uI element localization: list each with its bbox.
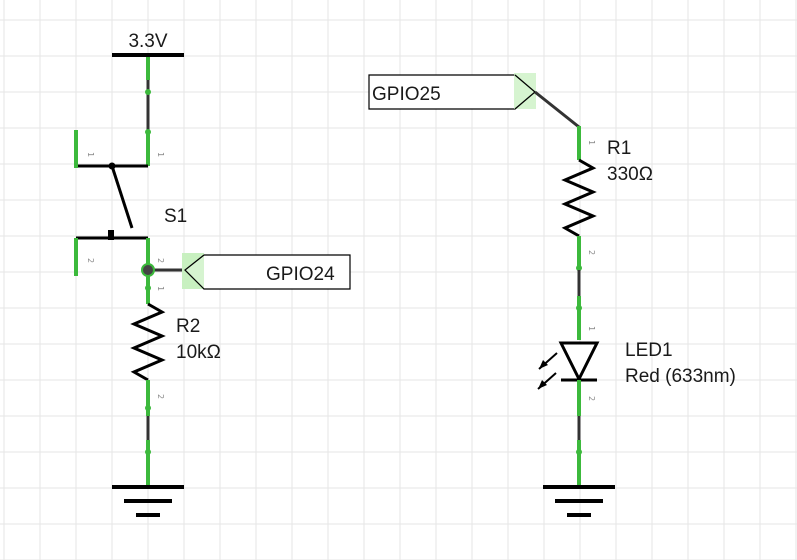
r2-value: 10kΩ <box>176 342 221 363</box>
s1-pin2-right: 2 <box>156 258 165 263</box>
led-ref: LED1 <box>625 340 673 361</box>
junction-gpio24[interactable] <box>141 263 185 277</box>
r1-pin2: 2 <box>587 250 596 255</box>
led-value: Red (633nm) <box>625 366 736 387</box>
ground-symbol-left[interactable] <box>112 485 184 517</box>
power-label: 3.3V <box>128 31 167 52</box>
resistor-r2[interactable]: 1 2 R2 10kΩ <box>130 276 221 416</box>
wire-r1-to-led[interactable] <box>576 270 582 340</box>
switch-s1[interactable]: 1 1 2 2 S1 <box>74 130 187 276</box>
net-label-gpio24[interactable]: GPIO24 <box>182 253 351 290</box>
wire-gpio25-to-r1[interactable] <box>534 90 580 129</box>
gpio25-label: GPIO25 <box>372 84 441 105</box>
r2-ref: R2 <box>176 316 200 337</box>
s1-pin1-left: 1 <box>86 152 95 157</box>
r1-value: 330Ω <box>607 164 653 185</box>
s1-pin2-left: 2 <box>86 258 95 263</box>
led-pin2: 2 <box>587 396 596 401</box>
r1-ref: R1 <box>607 138 631 159</box>
gpio24-label: GPIO24 <box>266 264 335 285</box>
net-label-gpio25[interactable]: GPIO25 <box>368 73 536 110</box>
wire-led-to-ground[interactable] <box>576 416 582 486</box>
wire-power-to-switch[interactable] <box>145 57 151 166</box>
led-pin1: 1 <box>587 326 596 331</box>
s1-pin1-right: 1 <box>156 152 165 157</box>
r1-pin1: 1 <box>587 140 596 145</box>
power-symbol-3v3[interactable]: 3.3V <box>112 31 184 57</box>
led-led1[interactable]: 1 2 LED1 Red (633nm) <box>537 326 736 416</box>
r2-pin1: 1 <box>156 286 165 291</box>
resistor-r1[interactable]: 1 2 R1 330Ω <box>561 126 653 271</box>
wire-r2-to-ground[interactable] <box>145 416 151 486</box>
s1-ref: S1 <box>164 206 187 227</box>
ground-symbol-right[interactable] <box>543 485 615 517</box>
r2-pin2: 2 <box>156 394 165 399</box>
